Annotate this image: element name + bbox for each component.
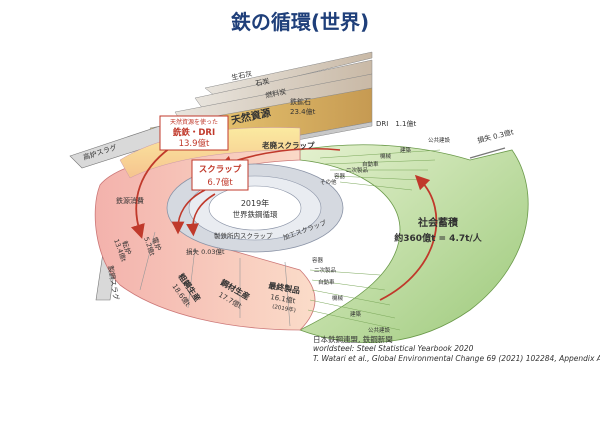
iron-ore-value: 23.4億t	[290, 107, 316, 116]
dri-label: DRI 1.1億t	[376, 119, 416, 128]
scrap-name: スクラップ	[199, 164, 242, 175]
final-value: 16.1億t	[270, 292, 297, 305]
society-stock-area	[298, 144, 529, 343]
scrap-arrow-2	[186, 193, 216, 237]
iron-ore-label: 鉄鉱石	[290, 97, 311, 106]
scrap-arrow-1	[171, 189, 206, 235]
consumption-label: 鉄源消費	[116, 196, 144, 205]
page-title: 鉄の循環(世界)	[230, 10, 370, 34]
sector-top-label: 容器	[334, 172, 346, 180]
limestone-band	[204, 51, 373, 97]
pig-iron-value: 13.9億t	[179, 138, 210, 149]
source-line: worldsteel: Steel Statistical Yearbook 2…	[313, 344, 474, 353]
pig-iron-callout	[159, 115, 229, 151]
society-return-arrow	[379, 174, 438, 301]
fuel-label: 燃料炭	[265, 87, 287, 100]
sector-top-label: その他	[320, 178, 337, 186]
mill-scrap-label: 製鉄所内スクラップ	[214, 231, 273, 240]
inner-ring-center	[208, 185, 302, 231]
loss-small-label: 損失 0.03億t	[186, 247, 225, 256]
old-scrap-label: 老廃スクラップ	[261, 140, 315, 150]
sector-bottom-label: 機械	[332, 294, 344, 302]
source-line: T. Watari et al., Global Environmental C…	[313, 354, 600, 363]
sector-top-label: 自動車	[362, 160, 379, 168]
center-label: 世界鉄鋼循環	[233, 209, 278, 219]
sector-top-label: 建築	[400, 146, 412, 154]
center-year: 2019年	[241, 198, 269, 208]
sector-lines-bottom	[307, 269, 401, 331]
pig-iron-note: 天然資源を使った	[170, 118, 218, 126]
pig-iron-arrow	[130, 147, 171, 239]
sector-bottom-label: 容器	[312, 256, 324, 264]
sector-lines-top	[319, 149, 441, 191]
loss-arrow	[469, 147, 506, 159]
loss-label: 損失 0.3億t	[476, 127, 514, 145]
scrap-value: 6.7億t	[207, 177, 233, 188]
stage-divider	[139, 231, 156, 291]
sector-top-label: 二次製品	[346, 166, 369, 174]
sector-top-label: 機械	[380, 152, 392, 160]
sector-bottom-label: 自動車	[318, 278, 335, 286]
sector-bottom-label: 建築	[350, 310, 362, 318]
stage-divider	[284, 261, 291, 327]
limestone-label: 生石灰	[231, 69, 253, 82]
sector-top-label: 公共建設	[428, 136, 451, 144]
coal-label: 石炭	[255, 77, 270, 88]
society-name: 社会蓄積	[417, 216, 459, 229]
stage-divider	[187, 247, 196, 309]
sector-bottom-label: 公共建設	[368, 326, 391, 334]
scrap-callout	[191, 159, 249, 191]
sector-bottom-label: 二次製品	[314, 266, 337, 274]
source-line: 日本鉄鋼連盟, 鉄鋼新聞	[313, 335, 393, 344]
pig-iron-name: 銑鉄・DRI	[172, 127, 215, 138]
society-value: 約360億t = 4.7t/人	[394, 232, 482, 244]
